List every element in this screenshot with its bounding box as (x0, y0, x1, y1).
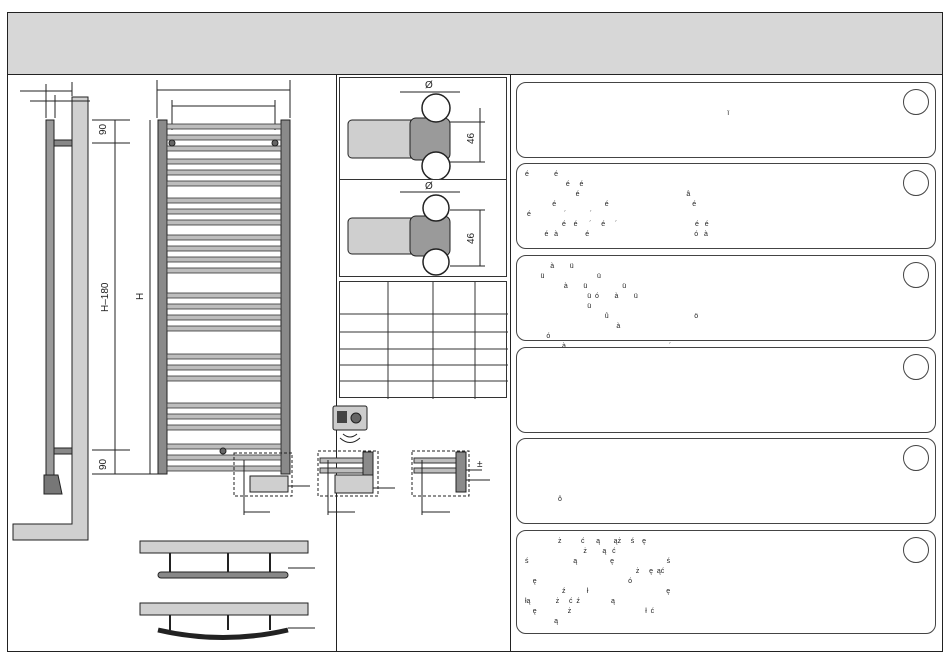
language-badge-1 (903, 89, 929, 115)
dim-diameter-top: Ø (425, 80, 433, 91)
dim-bottom-gap: 90 (98, 458, 109, 470)
language-block-6: ż ć ą ąż ś ę ż ą ć ś ą ę ś (516, 530, 936, 634)
language-text-3: à ü ü ü à ü ü ü ó à ü ü (540, 263, 699, 350)
wall-bracket-bottom (53, 447, 73, 455)
top-view-curved (139, 602, 315, 640)
towel-bars (166, 123, 282, 472)
language-text-6: ż ć ą ąż ś ę ż ą ć ś ą ę ś (525, 538, 671, 625)
language-badge-6 (903, 537, 929, 563)
language-badge-2 (903, 170, 929, 196)
language-block-1: ï (516, 82, 936, 158)
spec-table (339, 281, 508, 399)
language-block-4 (516, 347, 936, 433)
language-block-3: à ü ü ü à ü ü ü ó à ü ü (516, 255, 936, 350)
wall-profile (12, 96, 89, 541)
dim-depth-top: 46 (466, 132, 477, 144)
front-rail-left (157, 119, 168, 475)
side-foot (43, 474, 63, 495)
top-view-straight (139, 540, 315, 579)
dim-body-height: H–180 (100, 282, 111, 312)
language-text-2: é é é é é â é é (525, 171, 709, 238)
pipe-detail-bottom: Ø 46 (339, 179, 507, 277)
page-frame (7, 12, 943, 652)
dim-top-gap: 90 (98, 123, 109, 135)
language-text-5: ô (558, 496, 562, 503)
language-badge-5 (903, 445, 929, 471)
language-block-5: ô (516, 438, 936, 524)
dim-diameter-bottom: Ø (425, 181, 433, 192)
heater-element-3 (411, 450, 490, 515)
dim-depth-bottom: 46 (466, 232, 477, 244)
wall-bracket-top (53, 139, 73, 147)
front-rail-right (280, 119, 291, 475)
language-block-2: é é é é é â é é (516, 163, 936, 249)
column-divider-2 (510, 74, 511, 652)
column-divider-1 (336, 74, 337, 652)
language-text-1: ï (727, 110, 730, 117)
language-badge-4 (903, 354, 929, 380)
heater-element-1 (233, 452, 310, 515)
language-badge-3 (903, 262, 929, 288)
heater-element-2 (317, 405, 395, 515)
side-rail (45, 119, 55, 495)
pipe-detail-top: Ø 46 (339, 77, 507, 181)
dim-tolerance: ± (477, 459, 483, 470)
dim-total-height: H (135, 293, 146, 300)
